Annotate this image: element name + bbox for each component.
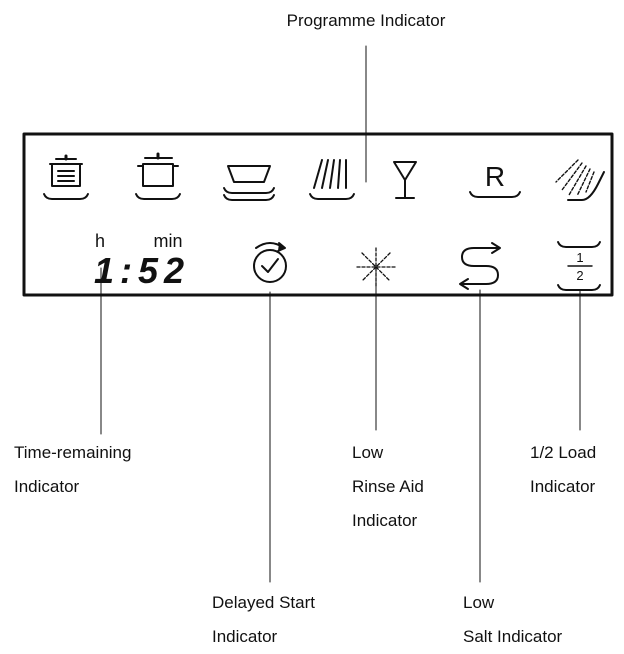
economy-dishes-icon bbox=[223, 165, 275, 201]
wine-glass-icon bbox=[393, 161, 417, 199]
rinse-aid-sparkle-icon bbox=[356, 247, 396, 287]
control-panel-diagram: R h min 1:52 1 2 bbox=[22, 45, 614, 583]
salt-label: Low Salt Indicator bbox=[463, 593, 563, 646]
rinse-r-icon: R bbox=[469, 161, 521, 198]
half-load-label: 1/2 Load Indicator bbox=[530, 443, 597, 496]
time-remaining-label: Time-remaining Indicator bbox=[14, 443, 132, 496]
intensive-pot-icon bbox=[43, 154, 89, 200]
pre-rinse-shower-icon bbox=[555, 159, 605, 201]
leader-lines bbox=[100, 45, 581, 583]
delay-clock-icon bbox=[253, 242, 287, 283]
rinse-letter: R bbox=[485, 161, 505, 192]
minutes-unit-label: min bbox=[153, 231, 182, 251]
glass-spray-icon bbox=[309, 159, 355, 200]
display-panel bbox=[22, 132, 614, 297]
normal-pot-icon bbox=[135, 152, 181, 200]
half-load-icon: 1 2 bbox=[557, 241, 601, 291]
half-numerator: 1 bbox=[576, 250, 583, 265]
half-denominator: 2 bbox=[576, 268, 583, 283]
time-display: 1:52 bbox=[94, 250, 190, 291]
rinse-aid-label: Low Rinse Aid Indicator bbox=[352, 443, 424, 530]
salt-arrows-icon bbox=[459, 242, 501, 290]
hours-unit-label: h bbox=[95, 231, 105, 251]
delayed-start-label: Delayed Start Indicator bbox=[212, 593, 315, 646]
programme-indicator-label: Programme Indicator bbox=[286, 11, 446, 30]
